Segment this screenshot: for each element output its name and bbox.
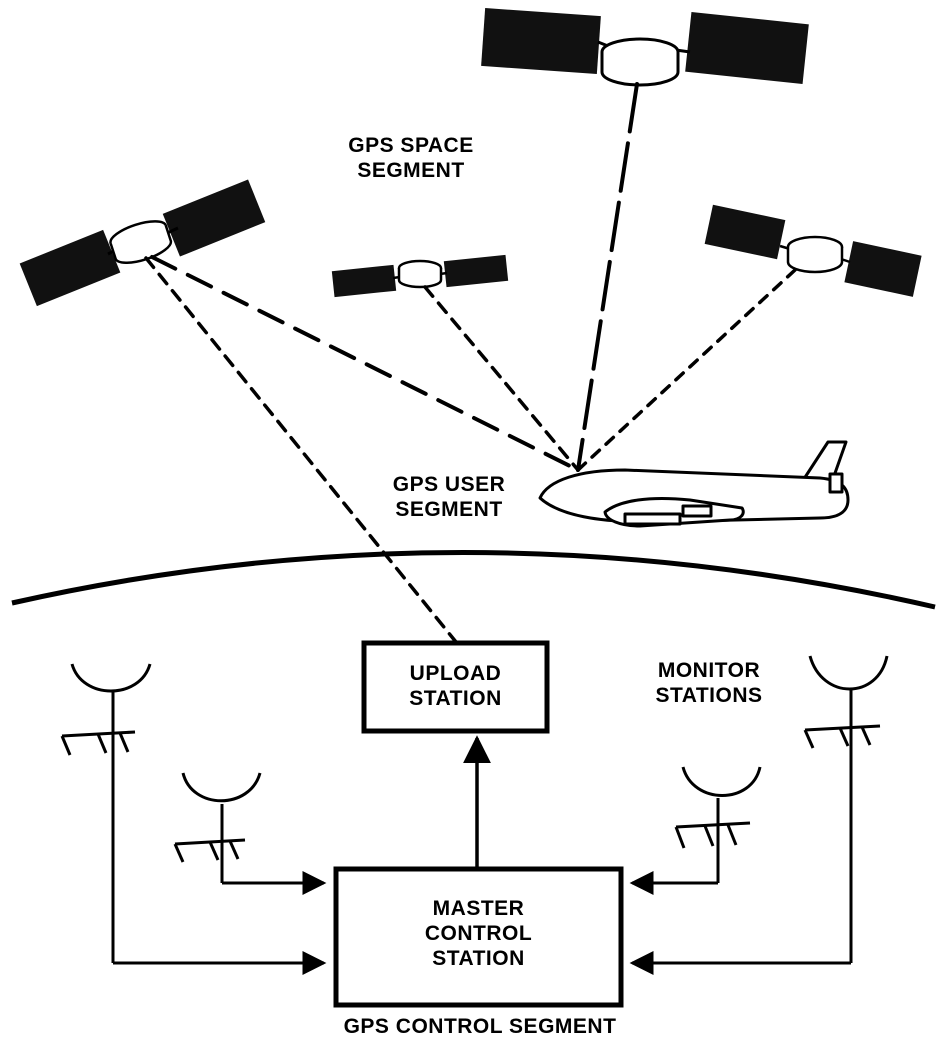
user-segment-label: GPS USER SEGMENT (392, 473, 506, 521)
signal-left-satellite (150, 255, 580, 472)
master-control-station-label: MASTER CONTROL STATION (424, 897, 533, 970)
aircraft (538, 440, 850, 528)
solar-panel-left (704, 204, 786, 260)
signal-lines (144, 82, 797, 644)
solar-panel-left (331, 264, 397, 298)
satellite-middle (331, 254, 509, 298)
monitor-antenna-left-outer (60, 663, 152, 963)
engine (623, 512, 682, 526)
control-segment-label: GPS CONTROL SEGMENT (343, 1015, 617, 1038)
signal-right-satellite (576, 268, 797, 472)
satellite-right (704, 204, 922, 297)
monitor-antenna-right-outer (803, 655, 889, 963)
solar-panel-left (481, 8, 601, 74)
flap (681, 504, 713, 518)
earth-horizon (11, 549, 936, 610)
solar-panel-right (443, 254, 509, 288)
monitor-stations-label: MONITOR STATIONS (655, 659, 763, 707)
signal-top-satellite (576, 82, 639, 472)
monitor-links (113, 871, 851, 975)
solar-panel-left (19, 229, 121, 307)
monitor-antenna-left-inner (173, 772, 262, 883)
solar-panel-right (844, 241, 922, 297)
master-control-station-box (333, 866, 624, 1008)
upload-station-box (361, 640, 550, 734)
upload-station-label: UPLOAD STATION (409, 662, 502, 710)
solar-panel-right (685, 11, 809, 85)
satellite-left (19, 179, 266, 307)
signal-middle-satellite (423, 285, 580, 472)
monitor-antenna-right-inner (674, 766, 762, 883)
antennas (60, 655, 889, 963)
uplink-line (144, 256, 458, 644)
solar-panel-right (162, 179, 266, 257)
space-segment-label: GPS SPACE SEGMENT (348, 134, 474, 182)
tail-stub (828, 472, 844, 494)
satellite-top (481, 8, 809, 87)
